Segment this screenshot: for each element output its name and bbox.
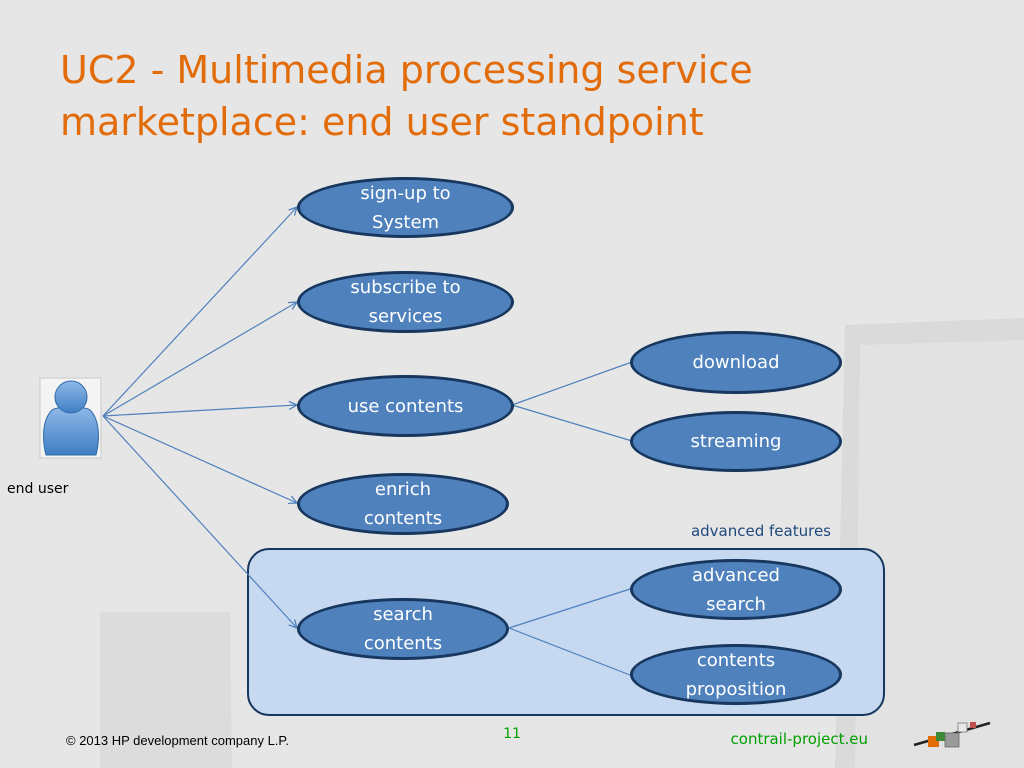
actor-label: end user — [7, 481, 69, 497]
slide-title: UC2 - Multimedia processing service mark… — [60, 44, 960, 148]
usecase-use-contents[interactable]: use contents — [297, 375, 514, 437]
link-search-proposition — [508, 627, 631, 676]
usecase-streaming[interactable]: streaming — [630, 411, 842, 472]
title-line-2: marketplace: end user standpoint — [60, 100, 704, 144]
title-line-1: UC2 - Multimedia processing service — [60, 48, 753, 92]
user-icon — [39, 377, 102, 459]
link-use — [102, 405, 297, 417]
website-link[interactable]: contrail-project.eu — [730, 730, 868, 748]
usecase-download[interactable]: download — [630, 331, 842, 394]
link-signup — [102, 207, 297, 417]
page-number: 11 — [503, 726, 521, 742]
bg-panel-right-inner — [855, 340, 1024, 768]
copyright-text: © 2013 HP development company L.P. — [66, 733, 290, 748]
link-search-advanced — [508, 588, 631, 629]
group-label: advanced features — [690, 522, 831, 540]
link-use-download — [511, 361, 633, 406]
link-search — [102, 415, 297, 628]
link-use-streaming — [511, 404, 633, 442]
link-enrich — [102, 415, 297, 503]
bg-panel-left — [100, 612, 232, 768]
link-subscribe — [102, 302, 297, 417]
